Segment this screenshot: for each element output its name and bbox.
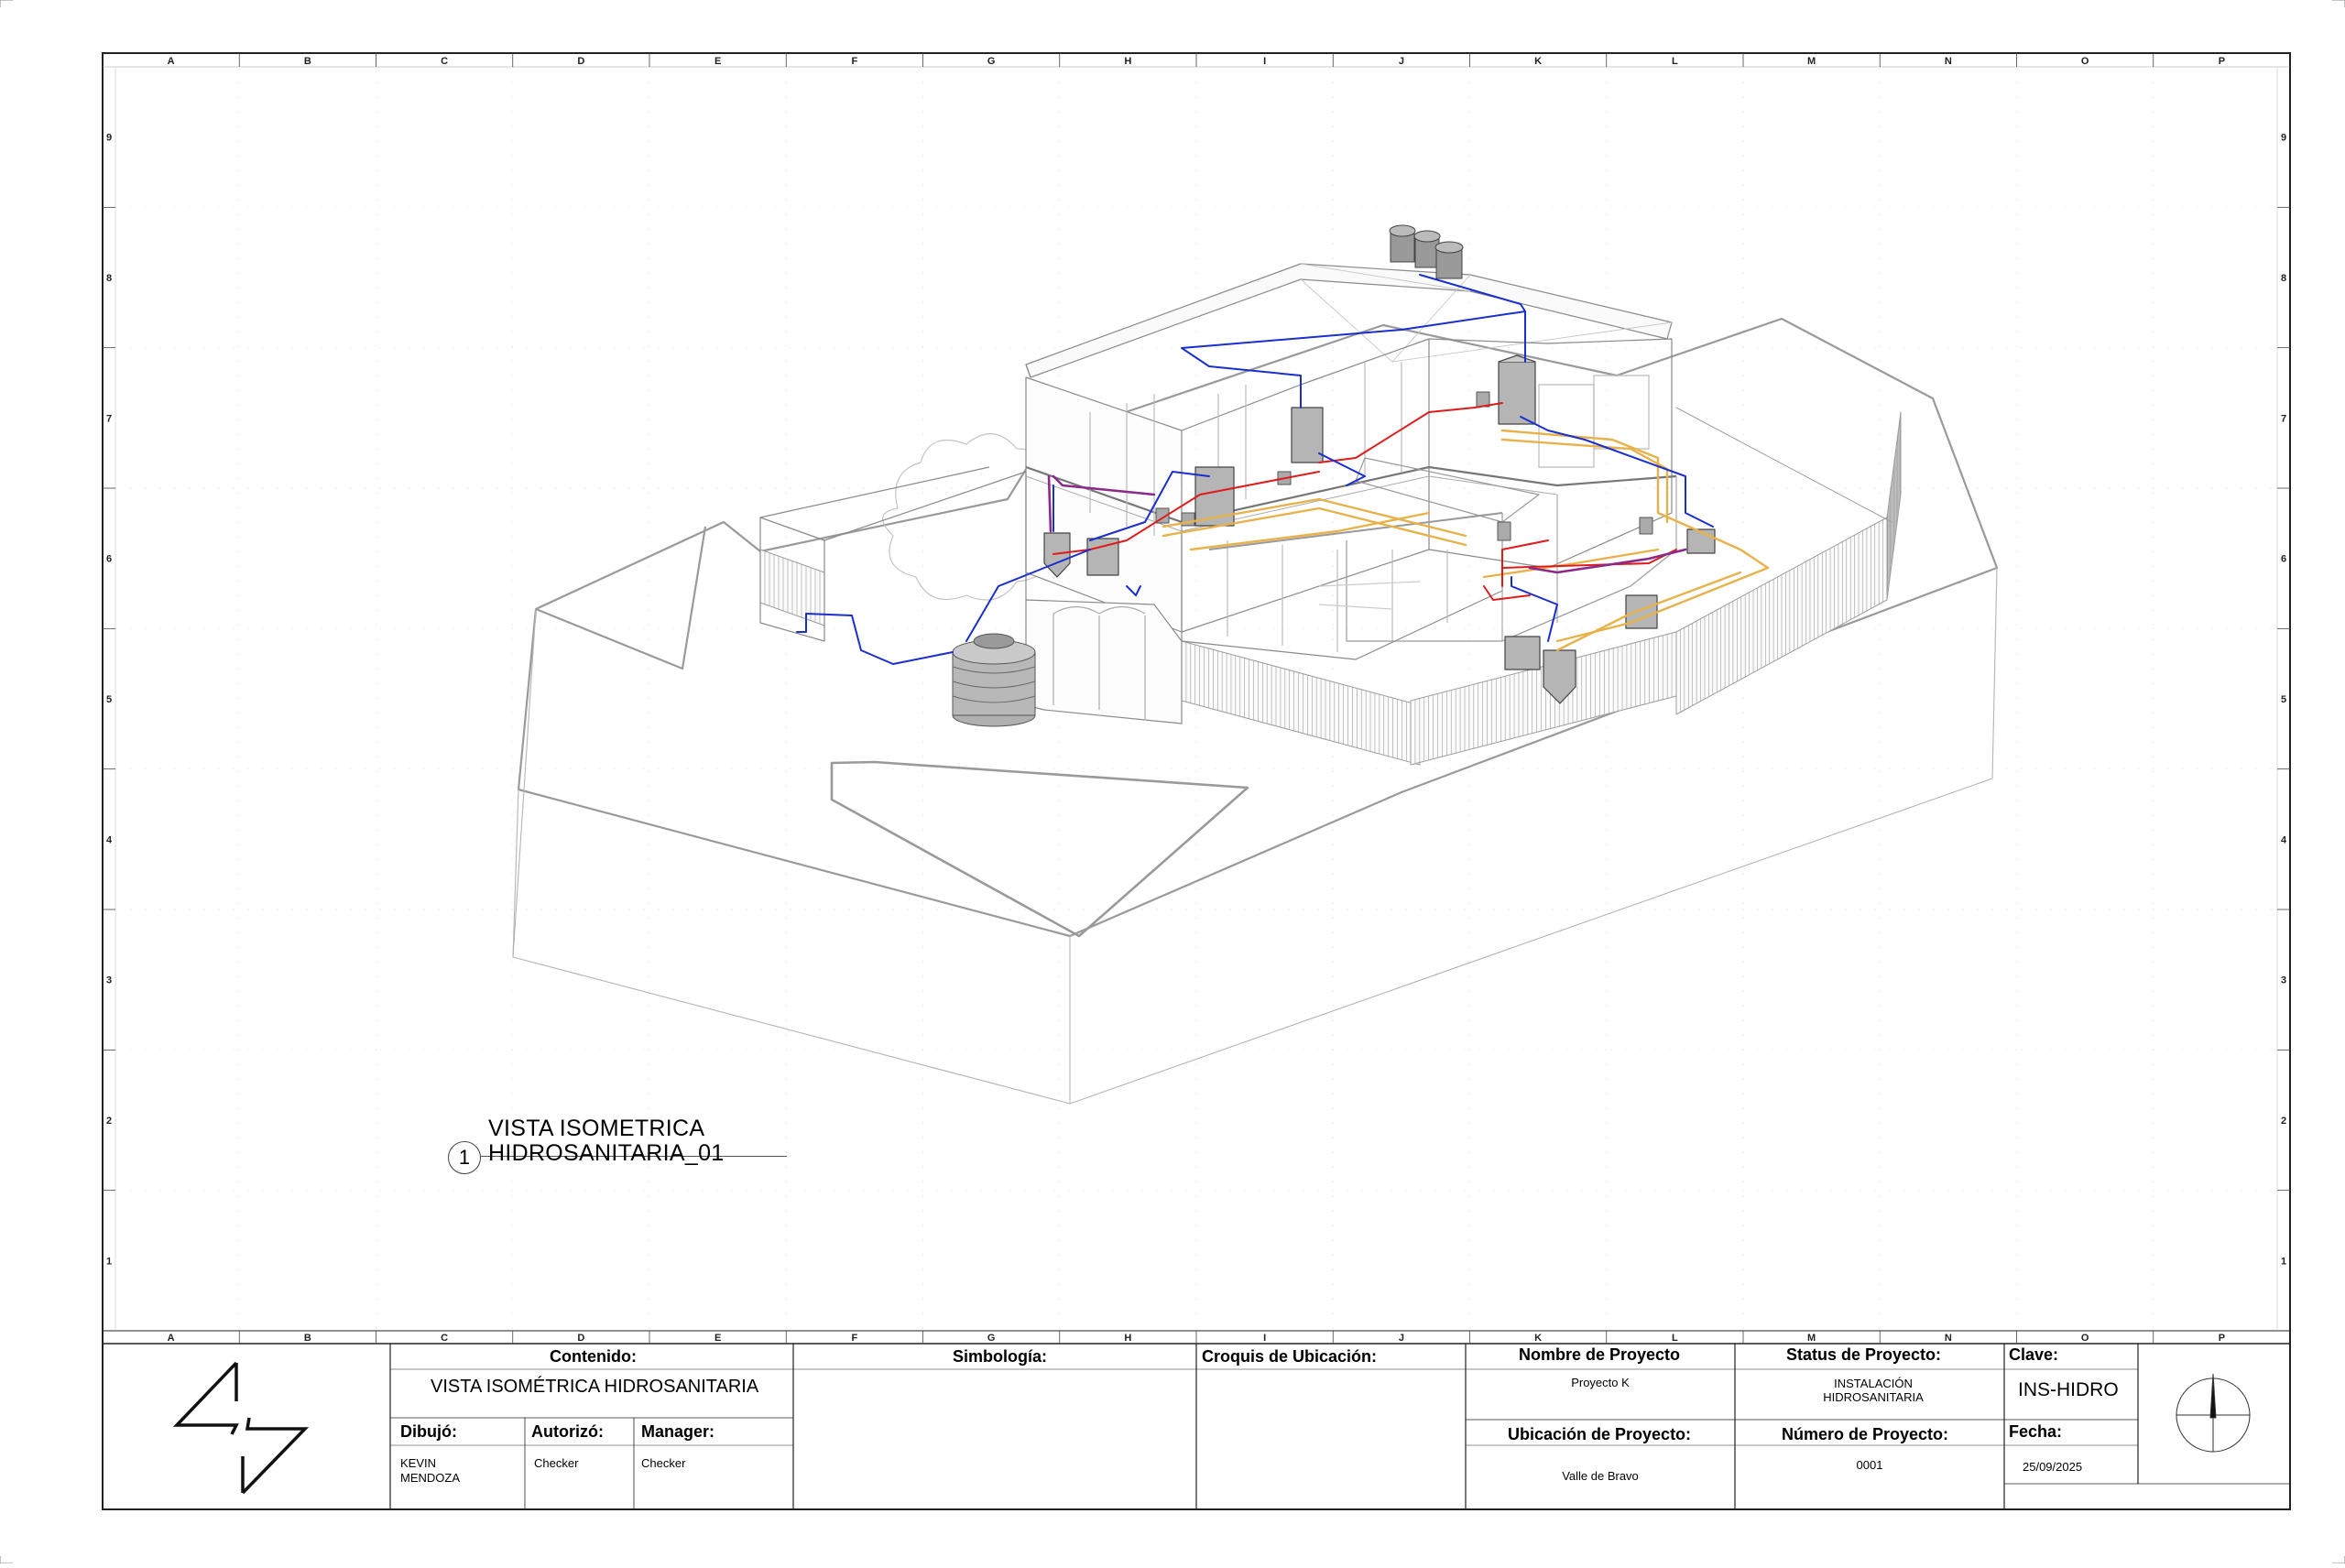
grid-column-label: H <box>1124 56 1131 67</box>
grid-row-label: 1 <box>2281 1256 2286 1267</box>
grid-row-label: 8 <box>2281 273 2286 284</box>
grid-row-label: 4 <box>106 834 113 845</box>
grid-row-label: 7 <box>106 413 112 424</box>
grid-row-label: 3 <box>2281 975 2286 986</box>
pipe-network <box>796 274 1770 665</box>
grid-row-label: 5 <box>106 694 112 705</box>
grid-row-label: 2 <box>106 1116 112 1127</box>
grid-column-label: I <box>1263 1333 1266 1344</box>
grid-row-label: 3 <box>106 975 112 986</box>
contenido-value: VISTA ISOMÉTRICA HIDROSANITARIA <box>431 1377 759 1397</box>
grid-column-label: G <box>987 56 996 67</box>
view-title: VISTA ISOMETRICA HIDROSANITARIA_01 <box>488 1116 724 1166</box>
grid-column-label: K <box>1534 1333 1542 1344</box>
grid-row-label: 1 <box>106 1256 112 1267</box>
ubicacion-label: Ubicación de Proyecto: <box>1508 1425 1692 1443</box>
grid-column-label: N <box>1945 56 1952 67</box>
view-title-line1: VISTA ISOMETRICA <box>488 1116 705 1141</box>
fecha-value: 25/09/2025 <box>2023 1460 2083 1474</box>
grid-row-label: 9 <box>106 133 112 144</box>
status-label: Status de Proyecto: <box>1786 1345 1942 1364</box>
grid-row-label: 7 <box>2281 413 2286 424</box>
drawing-border <box>102 52 2291 1510</box>
ubicacion-value: Valle de Bravo <box>1562 1469 1639 1483</box>
grid-column-label: M <box>1807 56 1816 67</box>
grid-column-label: J <box>1399 56 1404 67</box>
grid-column-label: K <box>1534 56 1542 67</box>
grid-column-label: A <box>168 1333 175 1344</box>
nombre-proyecto-label: Nombre de Proyecto <box>1519 1345 1681 1364</box>
simbologia-label: Simbología: <box>953 1347 1047 1366</box>
view-title-underline <box>480 1156 787 1157</box>
bolt-diamond-logo <box>172 1361 310 1495</box>
grid-row-label: 4 <box>2281 834 2287 845</box>
grid-row-label: 9 <box>2281 133 2286 144</box>
view-number-bubble: 1 <box>448 1141 481 1174</box>
grid-column-label: B <box>304 56 311 67</box>
grid-column-label: P <box>2219 1333 2225 1344</box>
grid-row-label: 5 <box>2281 694 2286 705</box>
manager-label: Manager: <box>641 1422 715 1441</box>
north-arrow-icon <box>2176 1373 2251 1453</box>
grid-column-label: M <box>1807 1333 1816 1344</box>
manager-value: Checker <box>641 1456 686 1470</box>
status-value: INSTALACIÓN HIDROSANITARIA <box>1823 1377 1924 1404</box>
dibujo-value: KEVIN MENDOZA <box>400 1456 460 1485</box>
fecha-label: Fecha: <box>2009 1422 2063 1441</box>
grid-row-label: 2 <box>2281 1116 2286 1127</box>
numero-label: Número de Proyecto: <box>1782 1425 1949 1443</box>
grid-column-label: F <box>852 56 858 67</box>
grid-column-label: O <box>2081 56 2089 67</box>
dibujo-label: Dibujó: <box>400 1422 457 1441</box>
grid-column-label: C <box>441 56 448 67</box>
terrain-outline <box>517 317 1999 938</box>
grid-column-label: L <box>1672 56 1678 67</box>
grid-column-label: E <box>714 1333 721 1344</box>
isometric-view <box>512 224 1999 1105</box>
grid-row-label: 6 <box>106 554 112 565</box>
grid-row-label: 8 <box>106 273 112 284</box>
croquis-label: Croquis de Ubicación: <box>1202 1347 1378 1366</box>
autorizo-label: Autorizó: <box>531 1422 604 1441</box>
grid-column-label: L <box>1672 1333 1678 1344</box>
nombre-proyecto-value: Proyecto K <box>1571 1376 1630 1389</box>
grid-column-label: G <box>987 1333 996 1344</box>
clave-value: INS-HIDRO <box>2018 1379 2119 1400</box>
grid-column-label: B <box>304 1333 311 1344</box>
grid-column-label: A <box>168 56 175 67</box>
autorizo-value: Checker <box>534 1456 579 1470</box>
terrain-walls <box>512 567 1998 1105</box>
grid-column-label: D <box>577 1333 584 1344</box>
grid-column-label: O <box>2081 1333 2089 1344</box>
roof-tanks <box>1389 224 1464 279</box>
perimeter-fence <box>759 407 1902 766</box>
grid-column-label: C <box>441 1333 448 1344</box>
grid-column-label: P <box>2219 56 2225 67</box>
clave-label: Clave: <box>2009 1345 2059 1364</box>
title-block-frame <box>389 1344 2290 1509</box>
water-heaters <box>1043 354 1716 704</box>
grid-column-label: F <box>852 1333 858 1344</box>
grid-column-label: I <box>1263 56 1266 67</box>
grid-row-label: 6 <box>2281 554 2286 565</box>
contenido-label: Contenido: <box>550 1347 637 1366</box>
grid-column-label: D <box>577 56 584 67</box>
grid-column-label: N <box>1945 1333 1952 1344</box>
numero-value: 0001 <box>1856 1458 1883 1472</box>
tank-3d <box>952 633 1036 727</box>
grid-column-label: J <box>1399 1333 1404 1344</box>
view-title-line2: HIDROSANITARIA_01 <box>488 1140 725 1166</box>
grid-column-label: H <box>1124 1333 1131 1344</box>
grid-column-label: E <box>714 56 721 67</box>
